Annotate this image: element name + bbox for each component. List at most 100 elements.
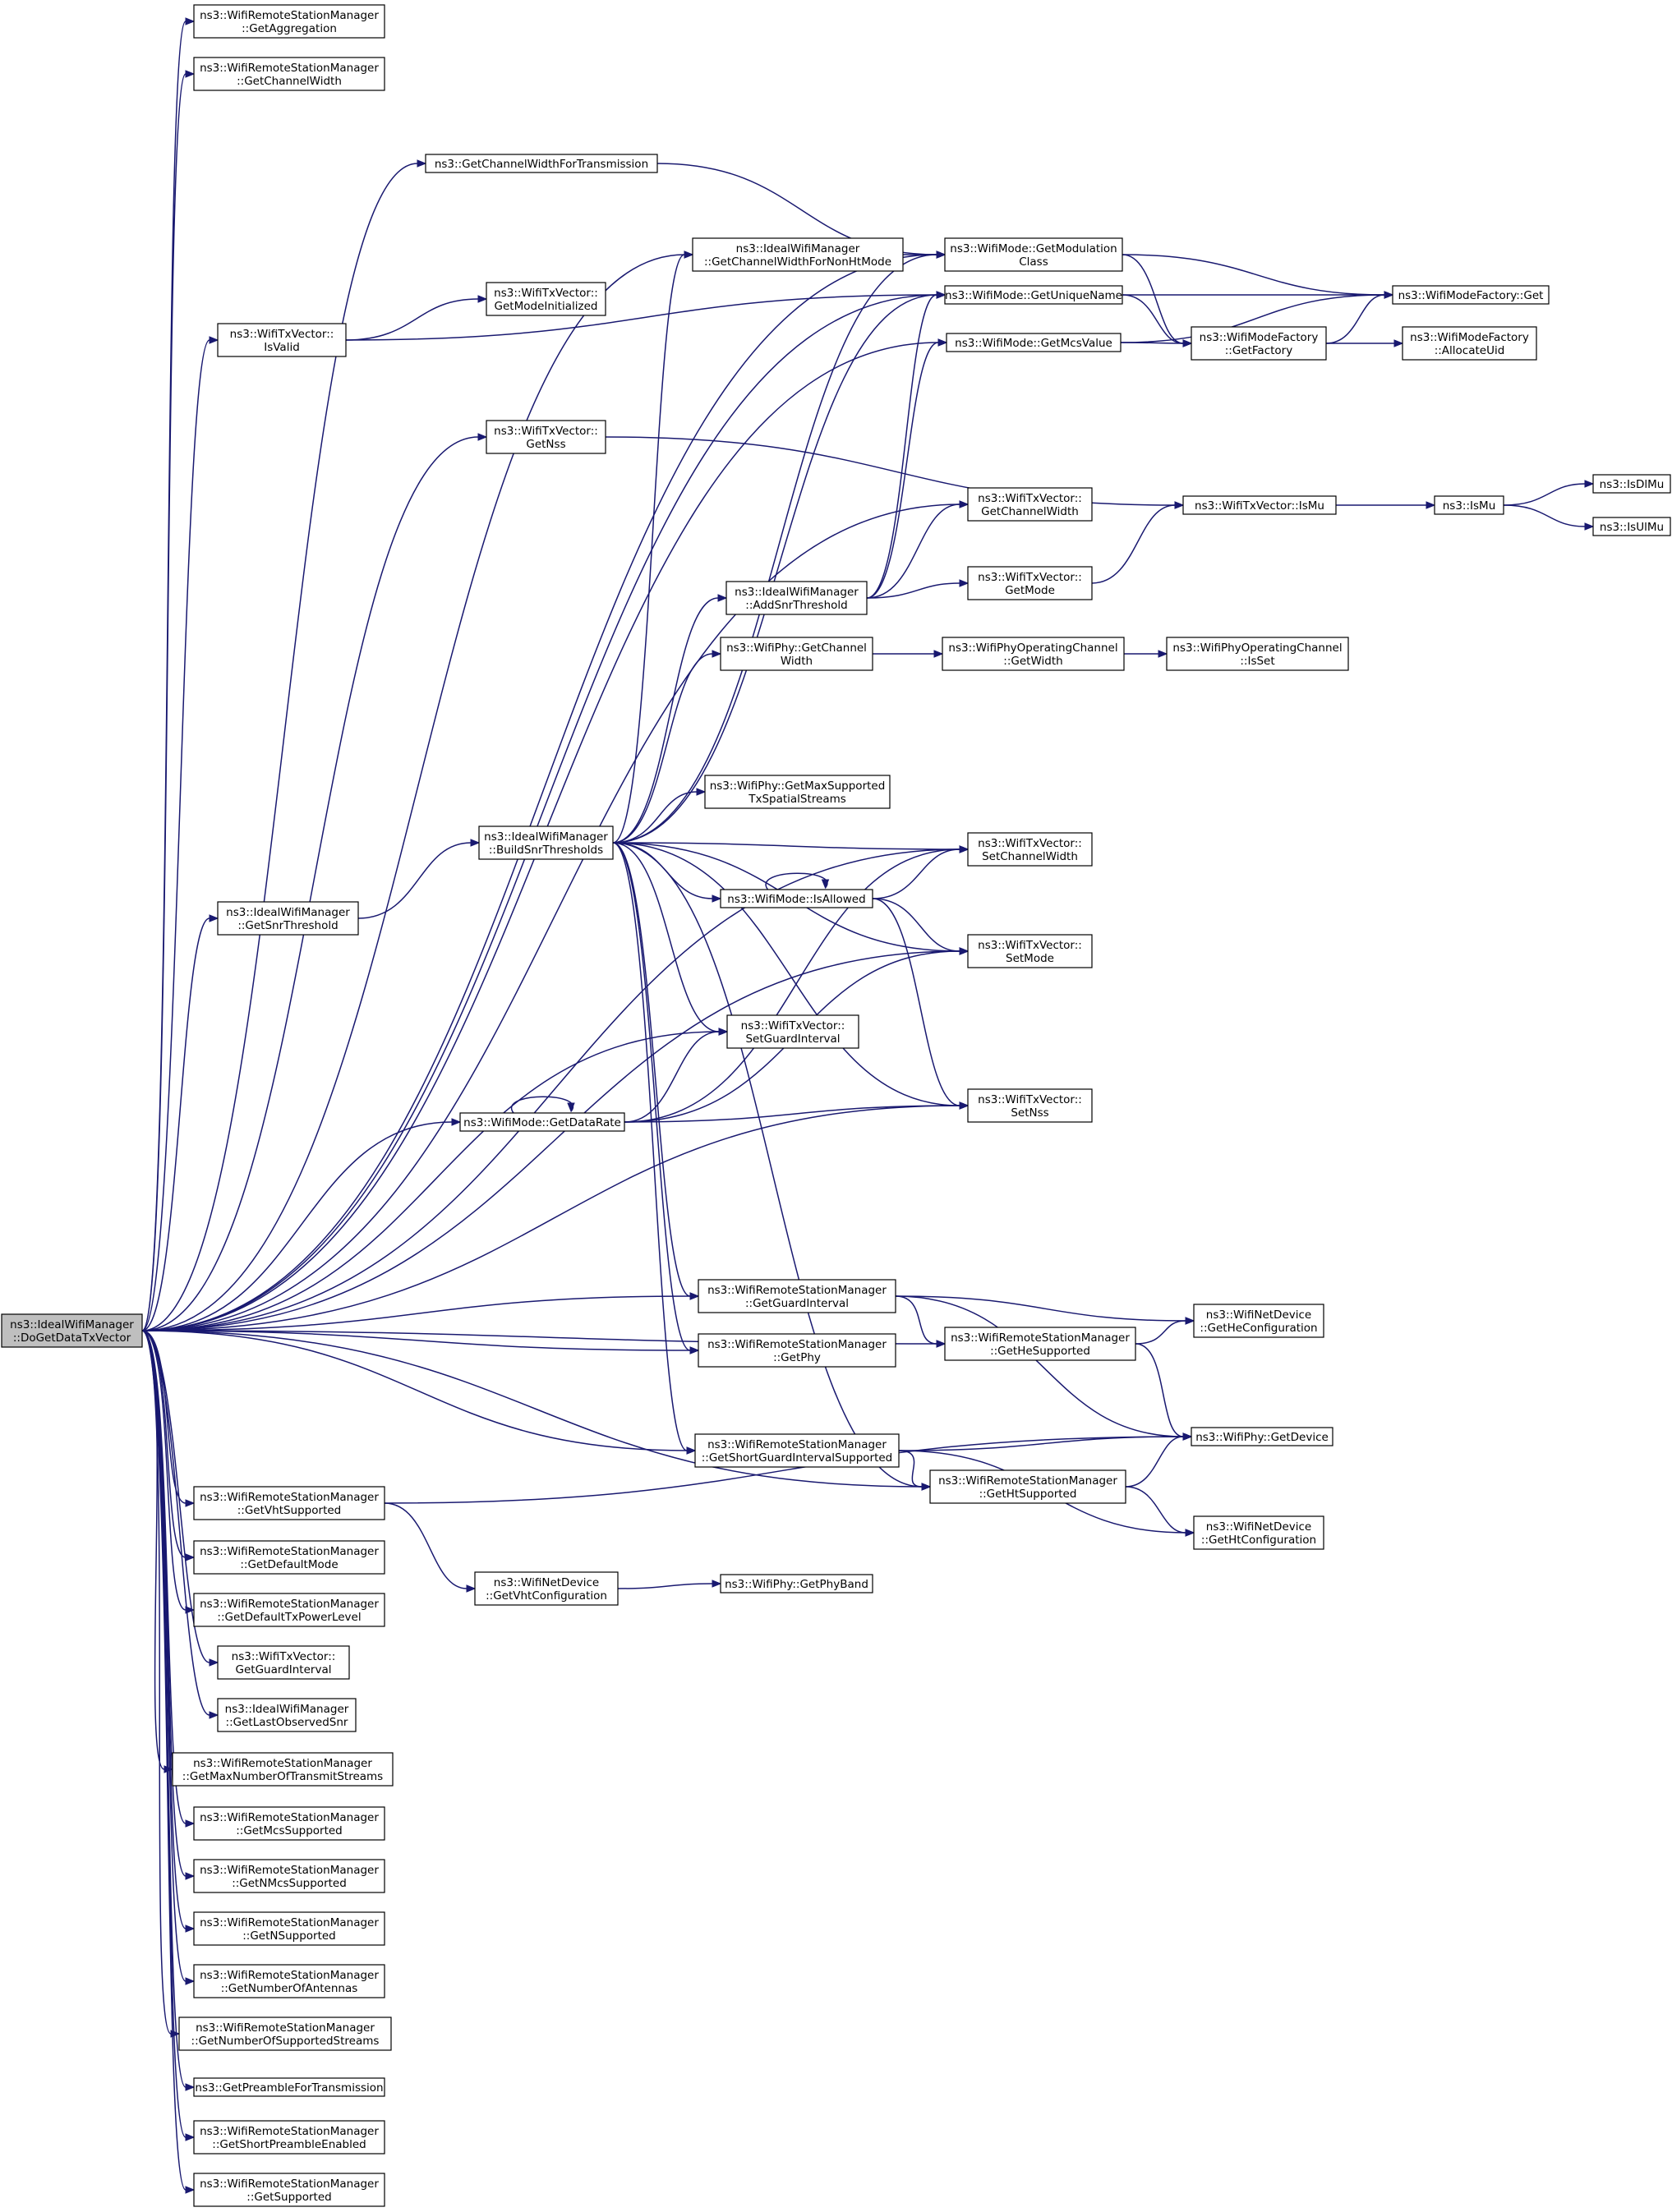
edge-arrowhead xyxy=(417,159,427,168)
node-label: ::GetWidth xyxy=(1003,655,1062,668)
node-getModeInitialized[interactable]: ns3::WifiTxVector::GetModeInitialized xyxy=(486,282,606,316)
edge-line xyxy=(141,1330,165,1770)
edge-line xyxy=(612,254,937,844)
node-getHeConfiguration[interactable]: ns3::WifiNetDevice::GetHeConfiguration xyxy=(1193,1304,1324,1338)
node-txGetChannelWidth[interactable]: ns3::WifiTxVector::GetChannelWidth xyxy=(967,487,1093,522)
node-isValid[interactable]: ns3::WifiTxVector::IsValid xyxy=(217,323,347,357)
node-txGetMode[interactable]: ns3::WifiTxVector::GetMode xyxy=(967,566,1093,600)
node-label: ::GetSupported xyxy=(246,2191,331,2204)
edge-line xyxy=(612,294,937,844)
node-getPhy[interactable]: ns3::WifiRemoteStationManager::GetPhy xyxy=(698,1333,896,1368)
edge-arrowhead xyxy=(466,1584,477,1593)
node-getChWidthNonHt[interactable]: ns3::IdealWifiManager::GetChannelWidthFo… xyxy=(692,237,904,272)
node-getPhyBand[interactable]: ns3::WifiPhy::GetPhyBand xyxy=(720,1574,873,1593)
node-getHtSupported[interactable]: ns3::WifiRemoteStationManager::GetHtSupp… xyxy=(929,1469,1126,1504)
edge-txIsMu-to-isMu xyxy=(1335,501,1436,509)
node-label: GetChannelWidth xyxy=(981,505,1079,518)
node-opChGetWidth[interactable]: ns3::WifiPhyOperatingChannel::GetWidth xyxy=(942,637,1125,671)
edge-arrowhead xyxy=(959,845,970,853)
node-opChIsSet[interactable]: ns3::WifiPhyOperatingChannel::IsSet xyxy=(1166,637,1349,671)
node-box xyxy=(459,1112,625,1132)
node-getPreambleForTx[interactable]: ns3::GetPreambleForTransmission xyxy=(193,2077,385,2097)
node-getSupported[interactable]: ns3::WifiRemoteStationManager::GetSuppor… xyxy=(193,2173,385,2207)
edge-arrowhead xyxy=(1174,501,1185,509)
node-isAllowed[interactable]: ns3::WifiMode::IsAllowed xyxy=(720,889,873,908)
node-getNSupported[interactable]: ns3::WifiRemoteStationManager::GetNSuppo… xyxy=(193,1911,385,1946)
node-getMcsSupported[interactable]: ns3::WifiRemoteStationManager::GetMcsSup… xyxy=(193,1806,385,1841)
node-getShortPreambleEnabled[interactable]: ns3::WifiRemoteStationManager::GetShortP… xyxy=(193,2120,385,2155)
node-box xyxy=(1191,1427,1333,1446)
node-label: ::GetVhtSupported xyxy=(237,1504,341,1517)
edge-line xyxy=(895,1295,937,1345)
node-box xyxy=(944,1327,1136,1361)
edge-getFactory-to-allocateUid xyxy=(1326,339,1404,347)
node-getVhtConfiguration[interactable]: ns3::WifiNetDevice::GetVhtConfiguration xyxy=(474,1571,619,1606)
node-buildSnrThresholds[interactable]: ns3::IdealWifiManager::BuildSnrThreshold… xyxy=(478,825,614,860)
node-box xyxy=(1392,285,1550,305)
node-label: ::GetNumberOfAntennas xyxy=(221,1982,358,1995)
node-getLastObservedSnr[interactable]: ns3::IdealWifiManager::GetLastObservedSn… xyxy=(217,1698,357,1732)
edge-arrowhead xyxy=(959,1101,970,1110)
node-getChannelWidthForTx[interactable]: ns3::GetChannelWidthForTransmission xyxy=(425,154,658,173)
node-getUniqueName[interactable]: ns3::WifiMode::GetUniqueName xyxy=(944,285,1123,305)
node-label: ns3::IdealWifiManager xyxy=(10,1318,134,1331)
node-getChannelWidthRSM[interactable]: ns3::WifiRemoteStationManager::GetChanne… xyxy=(193,57,385,91)
node-label: ns3::WifiTxVector:: xyxy=(978,492,1082,505)
node-box xyxy=(967,832,1093,867)
node-getDefaultTxPowerLevel[interactable]: ns3::WifiRemoteStationManager::GetDefaul… xyxy=(193,1593,385,1627)
edge-arrowhead xyxy=(185,2083,196,2091)
node-getGuardIntervalRSM[interactable]: ns3::WifiRemoteStationManager::GetGuardI… xyxy=(698,1279,896,1313)
node-getDataRate[interactable]: ns3::WifiMode::GetDataRate xyxy=(459,1112,625,1132)
edge-arrowhead xyxy=(718,1028,729,1036)
node-getHtConfiguration[interactable]: ns3::WifiNetDevice::GetHtConfiguration xyxy=(1193,1515,1324,1550)
node-txGetGuardInterval[interactable]: ns3::WifiTxVector::GetGuardInterval xyxy=(217,1645,350,1680)
node-getDefaultMode[interactable]: ns3::WifiRemoteStationManager::GetDefaul… xyxy=(193,1540,385,1575)
node-getNss[interactable]: ns3::WifiTxVector::GetNss xyxy=(486,420,606,454)
node-setChannelWidth[interactable]: ns3::WifiTxVector::SetChannelWidth xyxy=(967,832,1093,867)
edge-getGuardIntervalRSM-to-getHeSupported xyxy=(895,1295,947,1348)
node-phyGetChannelWidth[interactable]: ns3::WifiPhy::GetChannelWidth xyxy=(720,637,873,671)
node-label: ns3::GetPreambleForTransmission xyxy=(195,2081,383,2095)
node-root[interactable]: ns3::IdealWifiManager::DoGetDataTxVector xyxy=(1,1313,143,1348)
node-getHeSupported[interactable]: ns3::WifiRemoteStationManager::GetHeSupp… xyxy=(944,1327,1136,1361)
node-label: ns3::IdealWifiManager xyxy=(736,242,860,255)
edge-line xyxy=(141,339,210,1331)
node-label: GetGuardInterval xyxy=(236,1663,332,1676)
node-label: ns3::WifiRemoteStationManager xyxy=(938,1474,1117,1488)
node-getMaxNTxStreams[interactable]: ns3::WifiRemoteStationManager::GetMaxNum… xyxy=(172,1752,394,1787)
node-getSGISupported[interactable]: ns3::WifiRemoteStationManager::GetShortG… xyxy=(694,1433,900,1468)
node-getFactory[interactable]: ns3::WifiModeFactory::GetFactory xyxy=(1191,326,1327,361)
edge-buildSnrThresholds-to-setNss xyxy=(612,842,970,1110)
node-getMaxSupportedTxSS[interactable]: ns3::WifiPhy::GetMaxSupportedTxSpatialSt… xyxy=(704,775,891,809)
node-box xyxy=(698,1279,896,1313)
node-getNumSupportedStreams[interactable]: ns3::WifiRemoteStationManager::GetNumber… xyxy=(178,2017,392,2051)
node-getNMcsSupported[interactable]: ns3::WifiRemoteStationManager::GetNMcsSu… xyxy=(193,1859,385,1893)
node-getVhtSupported[interactable]: ns3::WifiRemoteStationManager::GetVhtSup… xyxy=(193,1486,385,1520)
node-label: ns3::WifiRemoteStationManager xyxy=(200,9,379,22)
node-label: ::GetGuardInterval xyxy=(745,1297,849,1310)
node-getAggregation[interactable]: ns3::WifiRemoteStationManager::GetAggreg… xyxy=(193,4,385,39)
node-getSnrThreshold[interactable]: ns3::IdealWifiManager::GetSnrThreshold xyxy=(217,901,359,936)
node-allocateUid[interactable]: ns3::WifiModeFactory::AllocateUid xyxy=(1402,326,1537,361)
node-wifiModeFactoryGet[interactable]: ns3::WifiModeFactory::Get xyxy=(1392,285,1550,305)
node-getMcsValue[interactable]: ns3::WifiMode::GetMcsValue xyxy=(946,333,1122,352)
edge-line xyxy=(141,436,479,1331)
node-isUlMu[interactable]: ns3::IsUlMu xyxy=(1592,517,1671,536)
edge-arrowhead xyxy=(821,879,830,890)
edge-line xyxy=(1135,1320,1186,1345)
node-setGuardInterval[interactable]: ns3::WifiTxVector::SetGuardInterval xyxy=(726,1014,859,1049)
node-setNss[interactable]: ns3::WifiTxVector::SetNss xyxy=(967,1088,1093,1123)
node-label: ns3::WifiTxVector::IsMu xyxy=(1195,499,1324,513)
node-getNumberOfAntennas[interactable]: ns3::WifiRemoteStationManager::GetNumber… xyxy=(193,1964,385,1998)
node-setMode[interactable]: ns3::WifiTxVector::SetMode xyxy=(967,934,1093,968)
node-isDlMu[interactable]: ns3::IsDlMu xyxy=(1592,474,1671,494)
node-isMu[interactable]: ns3::IsMu xyxy=(1434,495,1504,515)
node-label: SetGuardInterval xyxy=(745,1032,840,1046)
node-phyGetDevice[interactable]: ns3::WifiPhy::GetDevice xyxy=(1191,1427,1333,1446)
node-txIsMu[interactable]: ns3::WifiTxVector::IsMu xyxy=(1182,495,1337,515)
edge-arrowhead xyxy=(933,650,944,658)
edge-line xyxy=(866,294,937,599)
node-label: ::GetMcsSupported xyxy=(236,1824,343,1837)
node-addSnrThreshold[interactable]: ns3::IdealWifiManager::AddSnrThreshold xyxy=(725,581,868,615)
